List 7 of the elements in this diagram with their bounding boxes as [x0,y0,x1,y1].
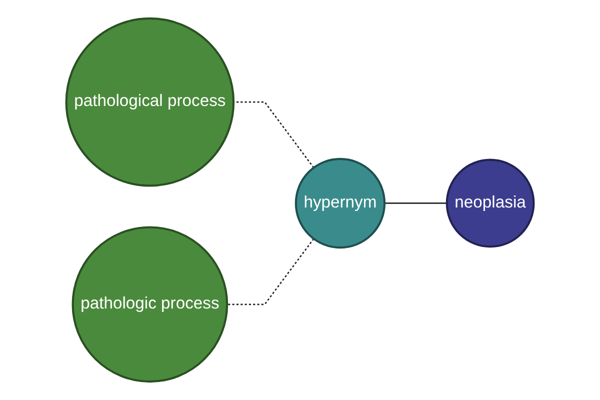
connector [384,202,447,204]
node-circle: pathological process [65,17,235,187]
node-circle: pathologic process [72,226,228,383]
node-circle: hypernym [294,158,386,249]
connector [234,101,314,168]
connector [227,238,314,306]
node-circle: neoplasia [446,158,535,248]
